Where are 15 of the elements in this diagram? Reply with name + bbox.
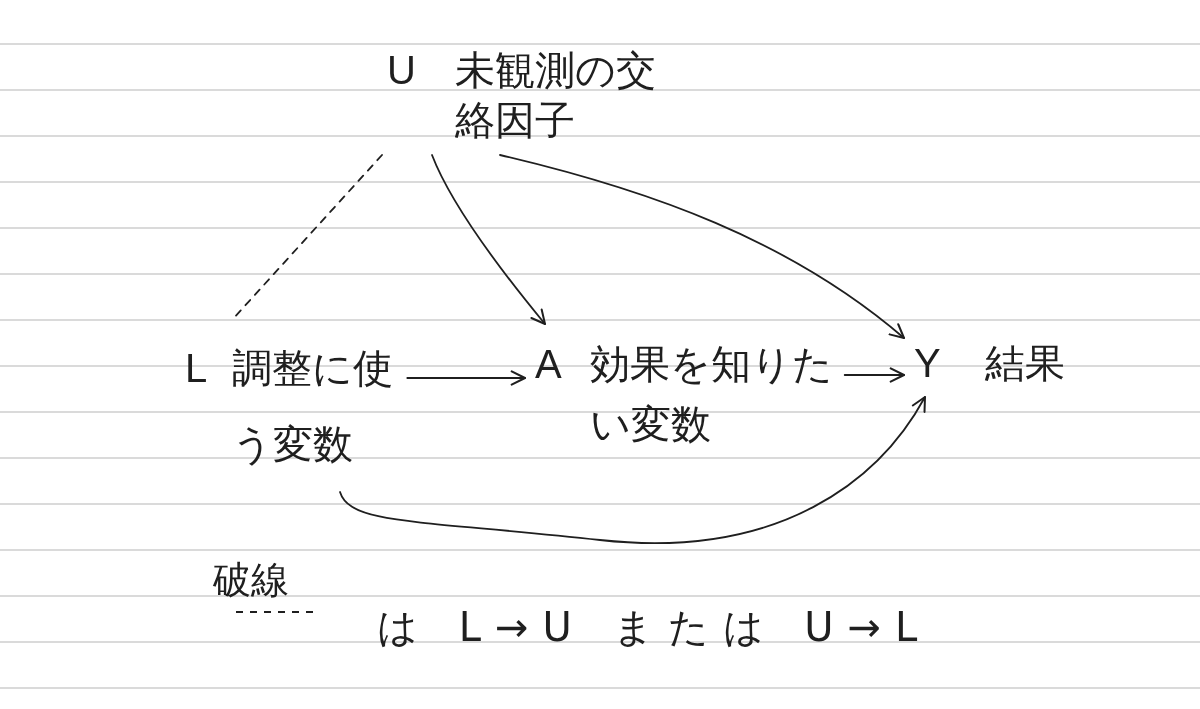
arrow [843,367,905,383]
note-text: は L→U または U→L [377,603,932,651]
variable-symbol: Y [914,340,941,387]
variable-symbol: U [387,47,416,94]
variable-description: 調整に使う変数 [232,344,395,469]
variable-description: 未観測の交絡因子 [454,46,657,145]
arrow [431,154,546,325]
variable-symbol: A [535,341,562,388]
arrow [499,154,905,339]
legend-label: 破線 [213,560,289,602]
arrow [406,370,526,386]
variable-symbol: L [185,345,208,392]
variable-description: 結果 [984,339,1065,387]
arrow [339,396,926,544]
variable-description: 効果を知りたい変数 [589,340,834,449]
